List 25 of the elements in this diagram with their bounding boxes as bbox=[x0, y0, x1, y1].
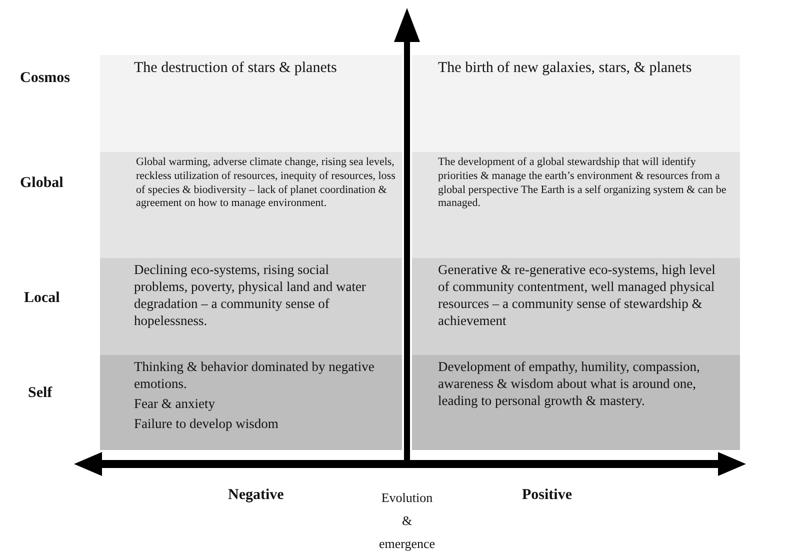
quadrant-cell bbox=[100, 355, 402, 450]
cell-text: Thinking & behavior dominated by negative emotions. bbox=[134, 359, 376, 393]
quadrant-cell bbox=[412, 258, 740, 355]
quadrant-cell bbox=[412, 152, 740, 258]
row-label: Local bbox=[24, 290, 60, 307]
cell-text: Development of empathy, humility, compassion, awareness & wisdom about what is around one, leading to personal growth & mastery. bbox=[438, 359, 701, 410]
row-label: Global bbox=[20, 175, 64, 192]
quadrant-cell bbox=[100, 258, 402, 355]
quadrant-cell bbox=[412, 355, 740, 450]
cell-text: The birth of new galaxies, stars, & planets bbox=[438, 59, 693, 78]
axis-label: Positive bbox=[522, 487, 572, 504]
quadrant-cell bbox=[100, 152, 402, 258]
cell-text: The destruction of stars & planets bbox=[134, 59, 338, 78]
cell-text: Generative & re-generative eco-systems, high level of community contentment, well managed physical resources – a community sense of stewardship & achievement bbox=[438, 262, 716, 330]
cell-text: Global warming, adverse climate change, rising sea levels, reckless utilization of resources, inequity of resources, loss of species & biodiversity – lack of planet coordination & agreement on how to manage environment. bbox=[136, 156, 396, 211]
cell-text: The development of a global stewardship that will identify priorities & manage the earth’s environment & resources from a global perspective The Earth is a self organizing system & can be managed. bbox=[438, 156, 728, 211]
cell-text: Failure to develop wisdom bbox=[134, 416, 280, 432]
axis-label: Evolution & emergence bbox=[378, 489, 436, 553]
row-label: Cosmos bbox=[20, 70, 70, 87]
quadrant-cell bbox=[412, 55, 740, 152]
row-label: Self bbox=[28, 385, 52, 402]
cell-text: Fear & anxiety bbox=[134, 396, 216, 413]
cell-text: Declining eco-systems, rising social problems, poverty, physical land and water degradation – a community sense of hopelessness. bbox=[134, 262, 367, 330]
quadrant-cell bbox=[100, 55, 402, 152]
axis-label: Negative bbox=[228, 487, 284, 504]
